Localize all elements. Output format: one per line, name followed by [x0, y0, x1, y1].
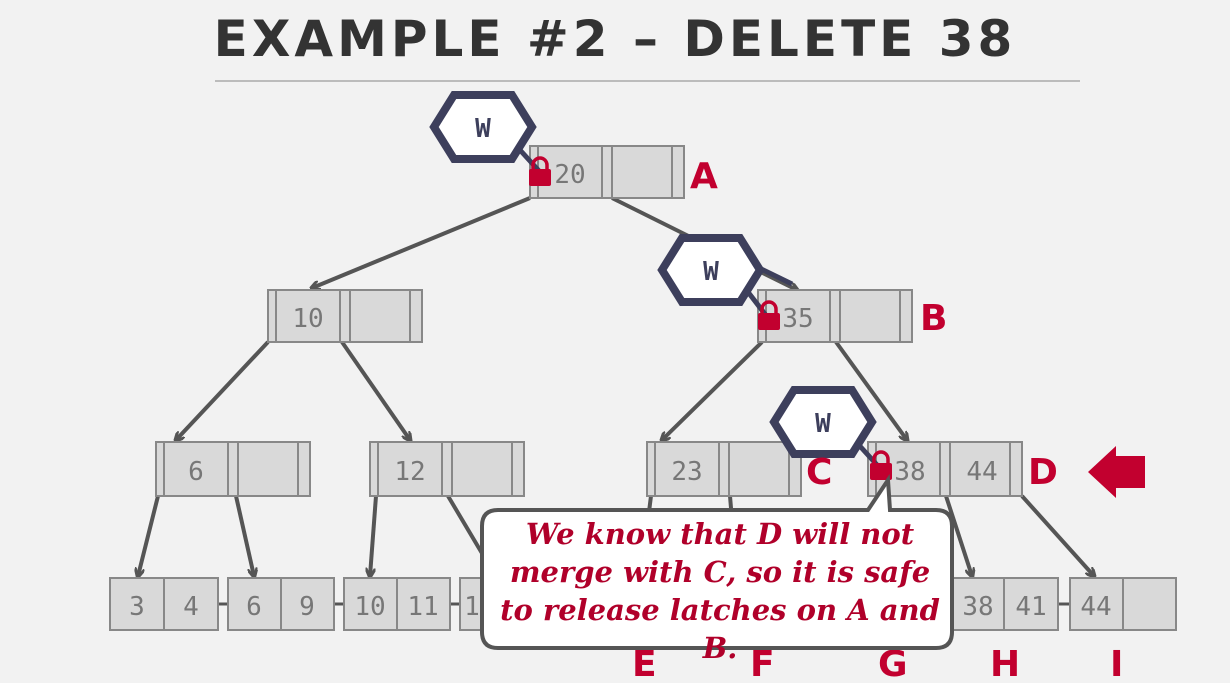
leaf-H: 38 41	[949, 577, 1059, 631]
label-G: G	[878, 644, 908, 683]
node-B: 35	[757, 289, 913, 343]
leaf-4-key-1: 1	[464, 592, 480, 622]
edge-A-10	[312, 196, 531, 288]
leaf-3-key-2: 11	[407, 592, 438, 622]
inner-nodes: 20 10 35 6 12	[155, 145, 1023, 497]
lock-icon	[870, 450, 892, 480]
node-A: 20	[529, 145, 685, 199]
label-E: E	[632, 644, 657, 683]
edge-12-left	[370, 495, 378, 576]
label-A: A	[690, 156, 718, 197]
callout-text: We know that D will not merge with C, so…	[500, 517, 940, 665]
node-6: 6	[155, 441, 311, 497]
edge-10-12	[340, 340, 410, 440]
latch-hexagon-A	[429, 91, 537, 163]
label-I: I	[1110, 644, 1123, 683]
callout-bubble	[480, 473, 954, 650]
node-12: 12	[369, 441, 525, 497]
leaf-3: 10 11	[343, 577, 451, 631]
lock-icon	[529, 156, 551, 186]
leaf-2-key-2: 9	[299, 592, 315, 622]
node-10: 10	[267, 289, 423, 343]
lock-icons	[529, 156, 892, 480]
node-C: 23	[646, 441, 802, 497]
arrow-left-icon	[1088, 446, 1145, 498]
edge-12-right	[446, 494, 488, 562]
label-B: B	[920, 298, 947, 339]
edge-B-D	[834, 340, 907, 440]
leaf-I: 44	[1069, 577, 1177, 631]
node-D-key-2: 44	[966, 457, 997, 487]
edge-D-H	[944, 495, 972, 576]
node-D: 38 44	[867, 441, 1023, 497]
lock-icon	[758, 300, 780, 330]
label-H: H	[990, 644, 1020, 683]
leaf-2: 6 9	[227, 577, 335, 631]
node-6-key-1: 6	[188, 457, 204, 487]
latch-hexagon-B	[657, 234, 765, 306]
leaf-2-key-1: 6	[246, 592, 262, 622]
leaf-H-key-2: 41	[1015, 592, 1046, 622]
edge-D-I	[1020, 494, 1094, 576]
label-D: D	[1028, 452, 1058, 493]
latch-label-D: W	[815, 409, 831, 439]
leaf-1-key-1: 3	[129, 592, 145, 622]
node-C-key-1: 23	[671, 457, 702, 487]
latch-label-B: W	[703, 257, 719, 287]
label-C: C	[806, 452, 832, 493]
latch-label-A: W	[475, 114, 491, 144]
node-10-key-1: 10	[292, 304, 323, 334]
edge-6-right	[234, 495, 254, 576]
latches: W W W	[429, 91, 880, 468]
leaf-1-key-2: 4	[183, 592, 199, 622]
node-B-key-1: 35	[782, 304, 813, 334]
title-divider	[215, 80, 1080, 82]
edge-10-6	[176, 340, 270, 440]
label-F: F	[750, 644, 775, 683]
node-D-key-1: 38	[894, 457, 925, 487]
edge-B-C	[662, 340, 764, 440]
leaf-3-key-1: 10	[354, 592, 385, 622]
leaf-H-key-1: 38	[962, 592, 993, 622]
latch-connector	[518, 148, 542, 174]
slide-title: EXAMPLE #2 – DELETE 38	[213, 10, 1017, 68]
node-A-key-1: 20	[554, 160, 585, 190]
node-12-key-1: 12	[394, 457, 425, 487]
latch-hexagon-D	[769, 386, 877, 458]
leaf-1: 3 4	[109, 577, 219, 631]
edge-6-left	[138, 495, 160, 576]
leaf-I-key-1: 44	[1080, 592, 1111, 622]
